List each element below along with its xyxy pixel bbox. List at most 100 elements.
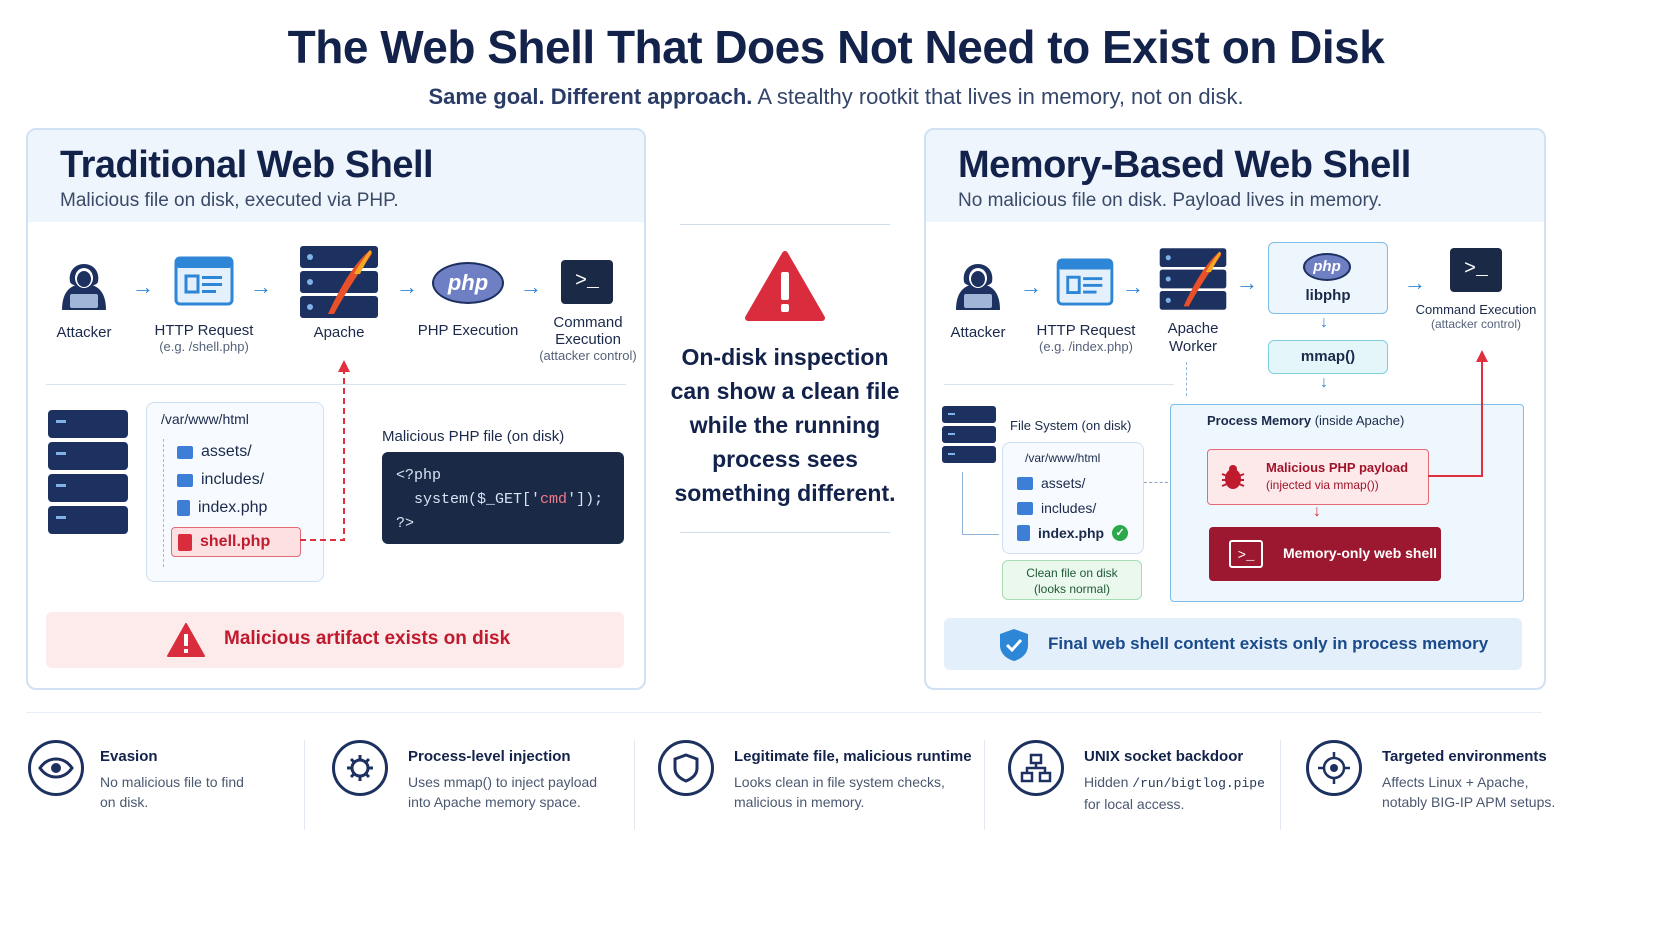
- middle-message: On-disk inspection can show a clean file…: [670, 344, 900, 506]
- traditional-panel: Traditional Web Shell Malicious file on …: [26, 128, 646, 690]
- command-execution-sub: (attacker control): [1430, 317, 1522, 331]
- code-line-open: <?php: [396, 467, 442, 484]
- memory-title: Memory-Based Web Shell: [958, 144, 1411, 186]
- libphp-box: php libphp: [1268, 242, 1388, 314]
- gear-icon: [332, 740, 388, 796]
- http-request-label: HTTP Request(e.g. /index.php): [1026, 322, 1146, 354]
- php-logo-text: php: [1313, 258, 1341, 275]
- tree-item[interactable]: assets/: [177, 443, 252, 461]
- memory-shell-box: >_ Memory-only web shell: [1209, 527, 1441, 581]
- feature-separator: [1280, 740, 1281, 830]
- socket-path: /run/bigtlog.pipe: [1132, 776, 1265, 791]
- mmap-box: mmap(): [1268, 340, 1388, 374]
- process-memory-box: Process Memory (inside Apache) Malicious…: [1170, 404, 1524, 602]
- apache-server-icon: [1159, 248, 1227, 310]
- php-logo-icon: php: [1303, 253, 1351, 281]
- execution-path-arrow: [300, 360, 350, 541]
- clean-file-item[interactable]: index.php✓: [1017, 525, 1129, 541]
- feature-title: UNIX socket backdoor: [1084, 748, 1244, 765]
- memory-shell-label: Memory-only web shell: [1283, 545, 1438, 561]
- traditional-panel-header: Traditional Web Shell Malicious file on …: [28, 130, 644, 222]
- feature-title: Evasion: [100, 748, 158, 765]
- http-request-example: (e.g. /index.php): [1039, 339, 1133, 354]
- divider: [944, 384, 1174, 385]
- tree-item-label: includes/: [201, 471, 265, 488]
- tree-connector: [163, 439, 165, 567]
- tree-item-label: index.php: [198, 499, 268, 516]
- command-execution-label: Command Execution(attacker control): [534, 314, 642, 363]
- middle-bottom-divider: [680, 532, 890, 533]
- subtitle-rest: A stealthy rootkit that lives in memory,…: [757, 84, 1244, 109]
- file-server-icon: [942, 406, 996, 463]
- tree-item-label: assets/: [1041, 475, 1086, 491]
- arrow-down-icon: ↓: [1320, 314, 1328, 331]
- libphp-label: libphp: [1305, 287, 1351, 304]
- feature-desc-line: on disk.: [100, 794, 149, 810]
- traditional-subtitle: Malicious file on disk, executed via PHP…: [60, 190, 399, 211]
- arrow-down-icon: ↓: [1320, 374, 1328, 391]
- arrow-icon: →: [1236, 270, 1258, 295]
- fs-connector: [962, 472, 999, 535]
- code-system-close: ']);: [567, 491, 604, 508]
- final-banner: Final web shell content exists only in p…: [944, 618, 1522, 670]
- tree-item[interactable]: includes/: [1017, 500, 1096, 516]
- file-tree: /var/www/html assets/ includes/ index.ph…: [1002, 442, 1144, 554]
- warning-banner: Malicious artifact exists on disk: [46, 612, 624, 668]
- feature-desc-line: malicious in memory.: [734, 794, 865, 810]
- tree-item[interactable]: index.php: [177, 499, 267, 517]
- clean-note-text: Clean file on disk (looks normal): [1026, 566, 1118, 596]
- feature-title: Targeted environments: [1382, 748, 1547, 765]
- fs-label: File System (on disk): [1010, 418, 1132, 433]
- arrow-icon: →: [132, 274, 154, 299]
- arrow-icon: →: [250, 274, 272, 299]
- memory-panel: Memory-Based Web Shell No malicious file…: [924, 128, 1546, 690]
- browser-window-icon: [1056, 258, 1114, 306]
- feature-separator: [634, 740, 635, 830]
- code-line-close: ?>: [396, 515, 415, 532]
- folder-icon: [1017, 476, 1033, 490]
- http-request-text: HTTP Request: [154, 322, 254, 339]
- tree-item-label: index.php: [1038, 525, 1105, 541]
- tree-item[interactable]: includes/: [177, 471, 264, 489]
- mmap-label: mmap(): [1300, 348, 1356, 365]
- attacker-icon: [62, 264, 106, 310]
- feature-desc-line: for local access.: [1084, 796, 1185, 812]
- malicious-file-item[interactable]: shell.php: [171, 527, 301, 557]
- dashed-connector: [1186, 362, 1187, 396]
- subtitle-lead: Same goal. Different approach.: [428, 84, 753, 109]
- page-subtitle: Same goal. Different approach. A stealth…: [0, 84, 1672, 110]
- folder-icon: [1017, 501, 1033, 515]
- feature-desc-line: Affects Linux + Apache,: [1382, 774, 1529, 790]
- php-logo-icon: php: [432, 262, 504, 304]
- dashed-map-arrow: [1144, 482, 1194, 483]
- folder-icon: [177, 473, 193, 487]
- clean-note: Clean file on disk (looks normal): [1002, 560, 1142, 600]
- terminal-icon: >_: [561, 260, 613, 304]
- command-execution-text: Command Execution: [1415, 302, 1537, 317]
- feature-desc-line: into Apache memory space.: [408, 794, 581, 810]
- tree-item[interactable]: assets/: [1017, 475, 1085, 491]
- control-path-arrow: [1428, 350, 1488, 477]
- http-request-label: HTTP Request(e.g. /shell.php): [144, 322, 264, 354]
- tree-root: /var/www/html: [161, 411, 249, 427]
- code-system: system($_GET[': [414, 491, 541, 508]
- traditional-title: Traditional Web Shell: [60, 144, 434, 186]
- arrow-icon: →: [1404, 270, 1426, 295]
- feature-desc: Affects Linux + Apache,notably BIG-IP AP…: [1382, 772, 1555, 812]
- warning-icon: [167, 623, 205, 657]
- terminal-icon: >_: [1229, 540, 1263, 568]
- attacker-label: Attacker: [56, 324, 112, 341]
- page-title: The Web Shell That Does Not Need to Exis…: [287, 21, 1385, 73]
- feature-desc: No malicious file to find on disk.: [100, 772, 244, 812]
- memory-panel-header: Memory-Based Web Shell No malicious file…: [926, 130, 1544, 222]
- feature-desc-text: Hidden: [1084, 774, 1133, 790]
- attacker-label: Attacker: [950, 324, 1006, 341]
- middle-top-divider: [680, 224, 890, 225]
- arrow-icon: →: [396, 274, 418, 299]
- feature-desc-line: Hidden /run/bigtlog.pipe: [1084, 772, 1265, 794]
- arrow-icon: →: [520, 274, 542, 299]
- alert-icon: [745, 251, 825, 321]
- final-text: Final web shell content exists only in p…: [1048, 634, 1489, 653]
- feature-desc-line: No malicious file to find: [100, 774, 244, 790]
